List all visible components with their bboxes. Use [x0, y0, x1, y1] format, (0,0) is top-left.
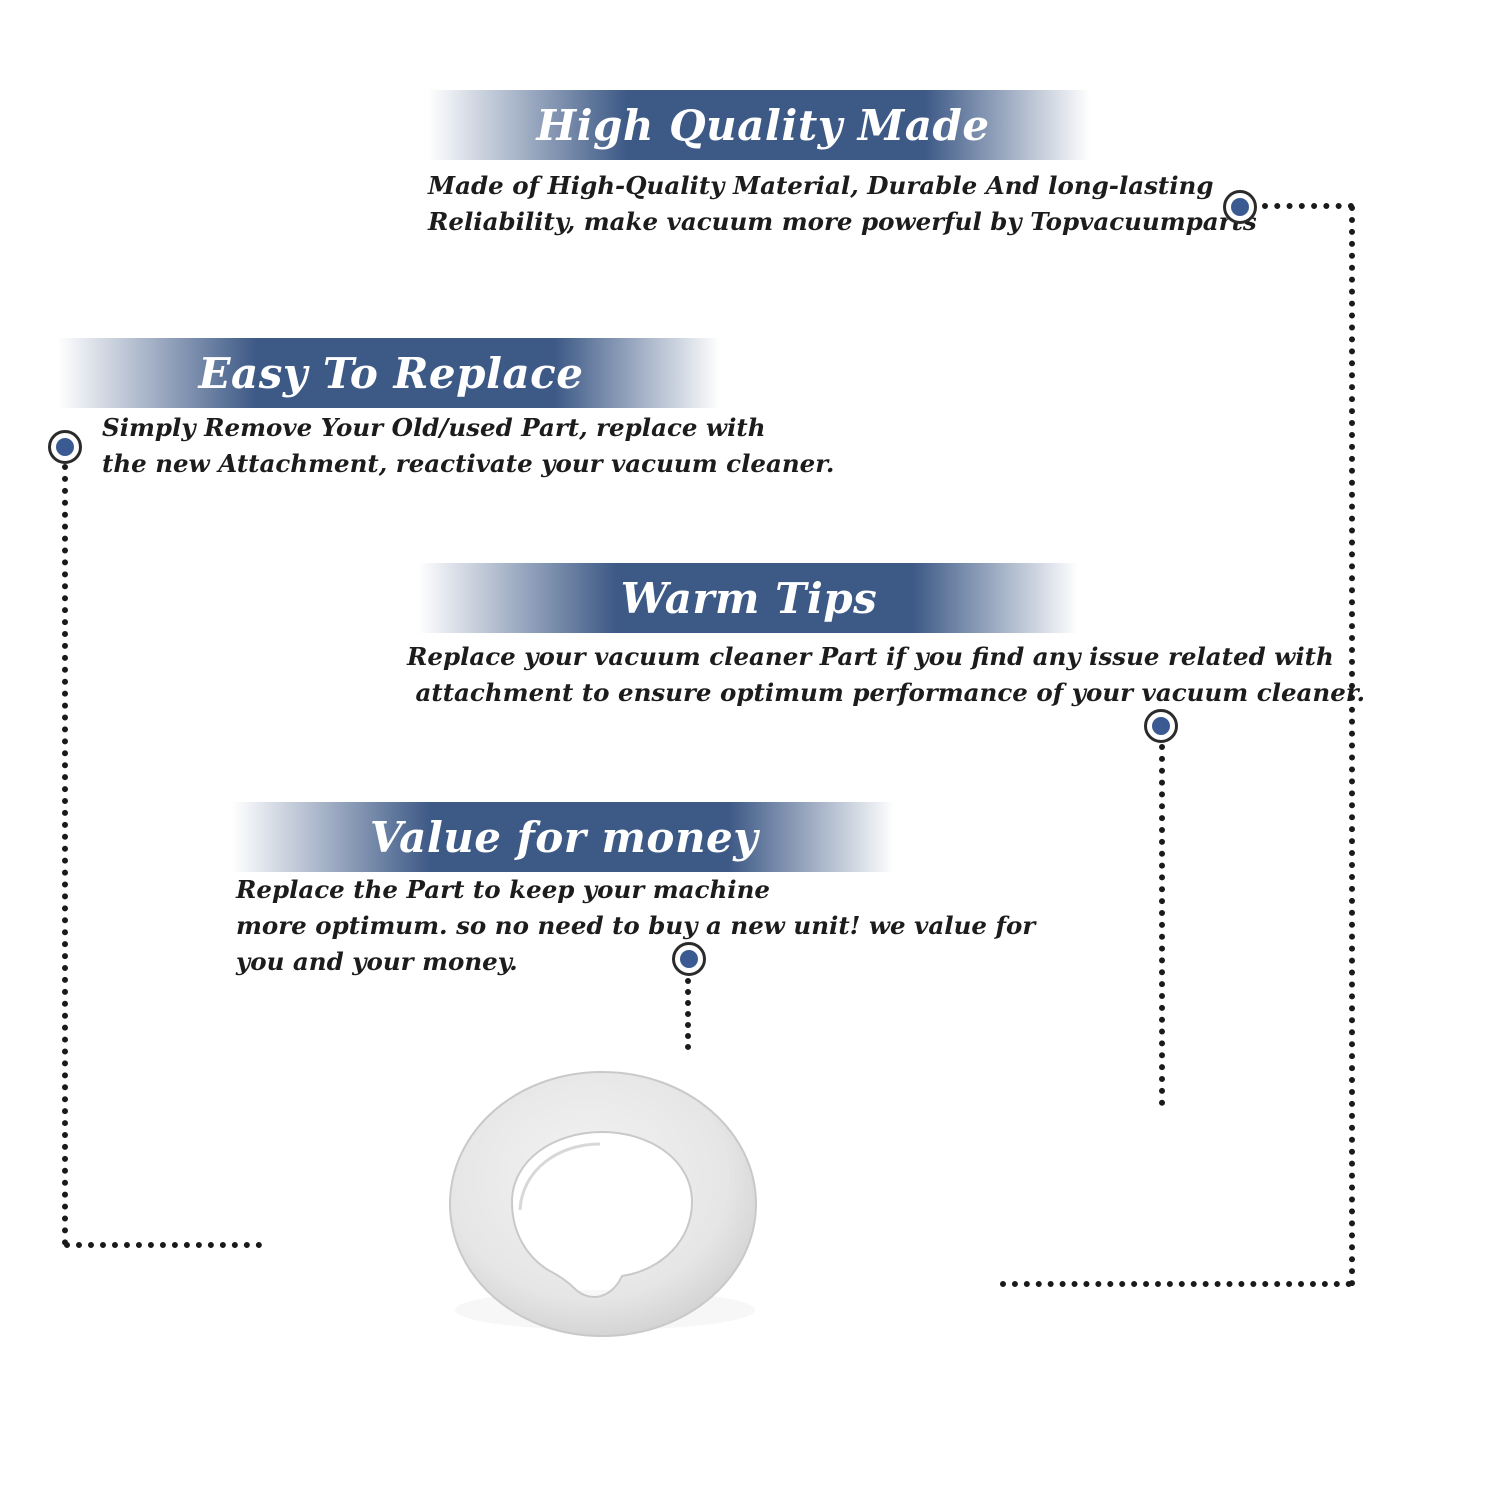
connector-line — [1262, 203, 1354, 209]
description-line: you and your money. — [236, 947, 518, 976]
foam-ring — [448, 1070, 758, 1338]
feature-description-value: Replace the Part to keep your machine mo… — [236, 872, 1035, 980]
target-dot-icon — [672, 942, 706, 976]
banner-title: Easy To Replace — [198, 348, 584, 398]
target-dot-icon — [1144, 709, 1178, 743]
banner-title: Warm Tips — [620, 573, 878, 623]
connector-line — [1159, 744, 1165, 1106]
description-line: the new Attachment, reactivate your vacu… — [102, 449, 835, 478]
foam-inner-edge — [518, 1142, 601, 1211]
description-line: Made of High-Quality Material, Durable A… — [428, 171, 1214, 200]
target-dot-icon — [48, 430, 82, 464]
marker-dot — [1152, 717, 1170, 735]
description-line: Simply Remove Your Old/used Part, replac… — [102, 413, 766, 442]
banner-easy-to-replace: Easy To Replace — [58, 338, 720, 408]
target-dot-icon — [1223, 190, 1257, 224]
foam-filter-ring-image — [448, 1070, 758, 1338]
connector-line — [64, 1242, 262, 1248]
marker-dot — [1231, 198, 1249, 216]
feature-description-warm-tips: Replace your vacuum cleaner Part if you … — [407, 639, 1365, 711]
feature-description-easy-replace: Simply Remove Your Old/used Part, replac… — [102, 410, 834, 482]
description-line: attachment to ensure optimum performance… — [407, 678, 1366, 707]
feature-description-high-quality: Made of High-Quality Material, Durable A… — [428, 168, 1257, 240]
banner-high-quality-made: High Quality Made — [428, 90, 1090, 160]
banner-title: Value for money — [369, 812, 759, 862]
description-line: Replace your vacuum cleaner Part if you … — [407, 642, 1334, 671]
description-line: Reliability, make vacuum more powerful b… — [428, 207, 1257, 236]
connector-line — [1349, 205, 1355, 1287]
marker-dot — [56, 438, 74, 456]
banner-value-for-money: Value for money — [232, 802, 894, 872]
banner-title: High Quality Made — [536, 100, 990, 150]
connector-line — [62, 464, 68, 1246]
description-line: more optimum. so no need to buy a new un… — [236, 911, 1036, 940]
banner-warm-tips: Warm Tips — [418, 563, 1078, 633]
marker-dot — [680, 950, 698, 968]
connector-line — [1000, 1281, 1352, 1287]
description-line: Replace the Part to keep your machine — [236, 875, 770, 904]
connector-line — [685, 978, 691, 1050]
